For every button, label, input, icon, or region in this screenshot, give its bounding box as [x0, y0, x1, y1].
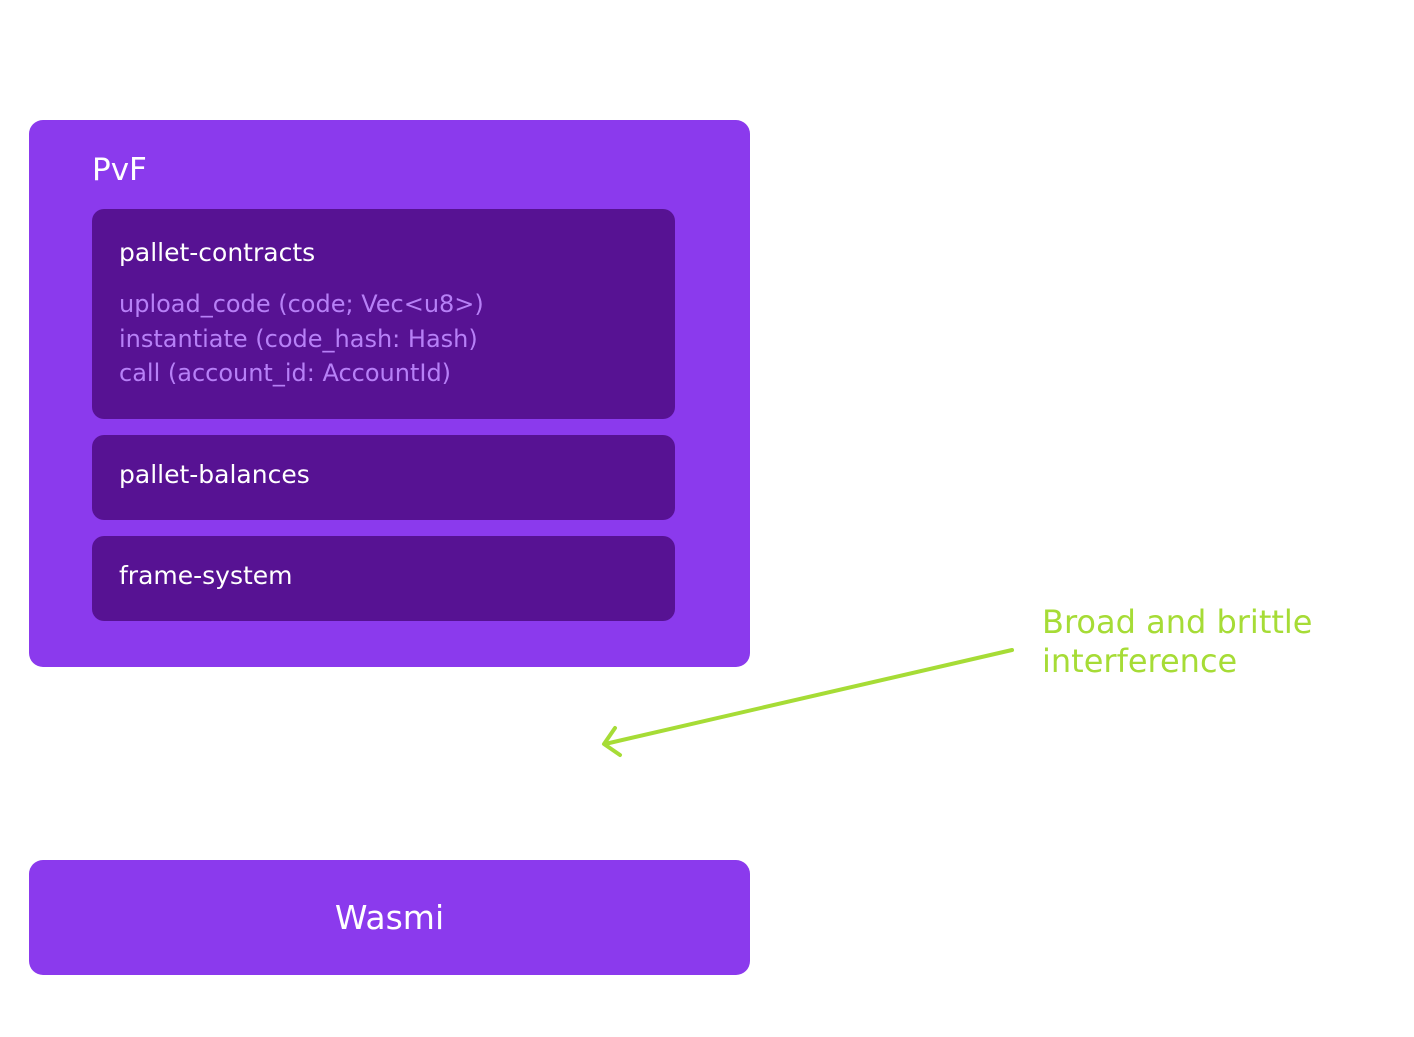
- function-call: call (account_id: AccountId): [119, 359, 452, 387]
- pallet-contracts-label: pallet-contracts: [119, 238, 316, 267]
- function-upload-code: upload_code (code; Vec<u8>): [119, 290, 484, 318]
- interference-annotation: Broad and brittle interference: [1042, 603, 1312, 681]
- pallet-balances-label: pallet-balances: [119, 460, 310, 489]
- annotation-line-2: interference: [1042, 642, 1238, 680]
- frame-system-label: frame-system: [119, 561, 293, 590]
- pallet-contracts-function-list: upload_code (code; Vec<u8>) instantiate …: [119, 287, 484, 391]
- frame-system-box: frame-system: [92, 536, 675, 621]
- arrow-head-icon: [602, 726, 622, 757]
- function-instantiate: instantiate (code_hash: Hash): [119, 324, 478, 353]
- wasmi-box: Wasmi: [29, 860, 750, 975]
- pallet-contracts-box: pallet-contracts upload_code (code; Vec<…: [92, 209, 675, 419]
- annotation-line-1: Broad and brittle: [1042, 603, 1313, 641]
- wasmi-label: Wasmi: [334, 898, 445, 937]
- pvf-title: PvF: [92, 152, 147, 188]
- pallet-balances-box: pallet-balances: [92, 435, 675, 520]
